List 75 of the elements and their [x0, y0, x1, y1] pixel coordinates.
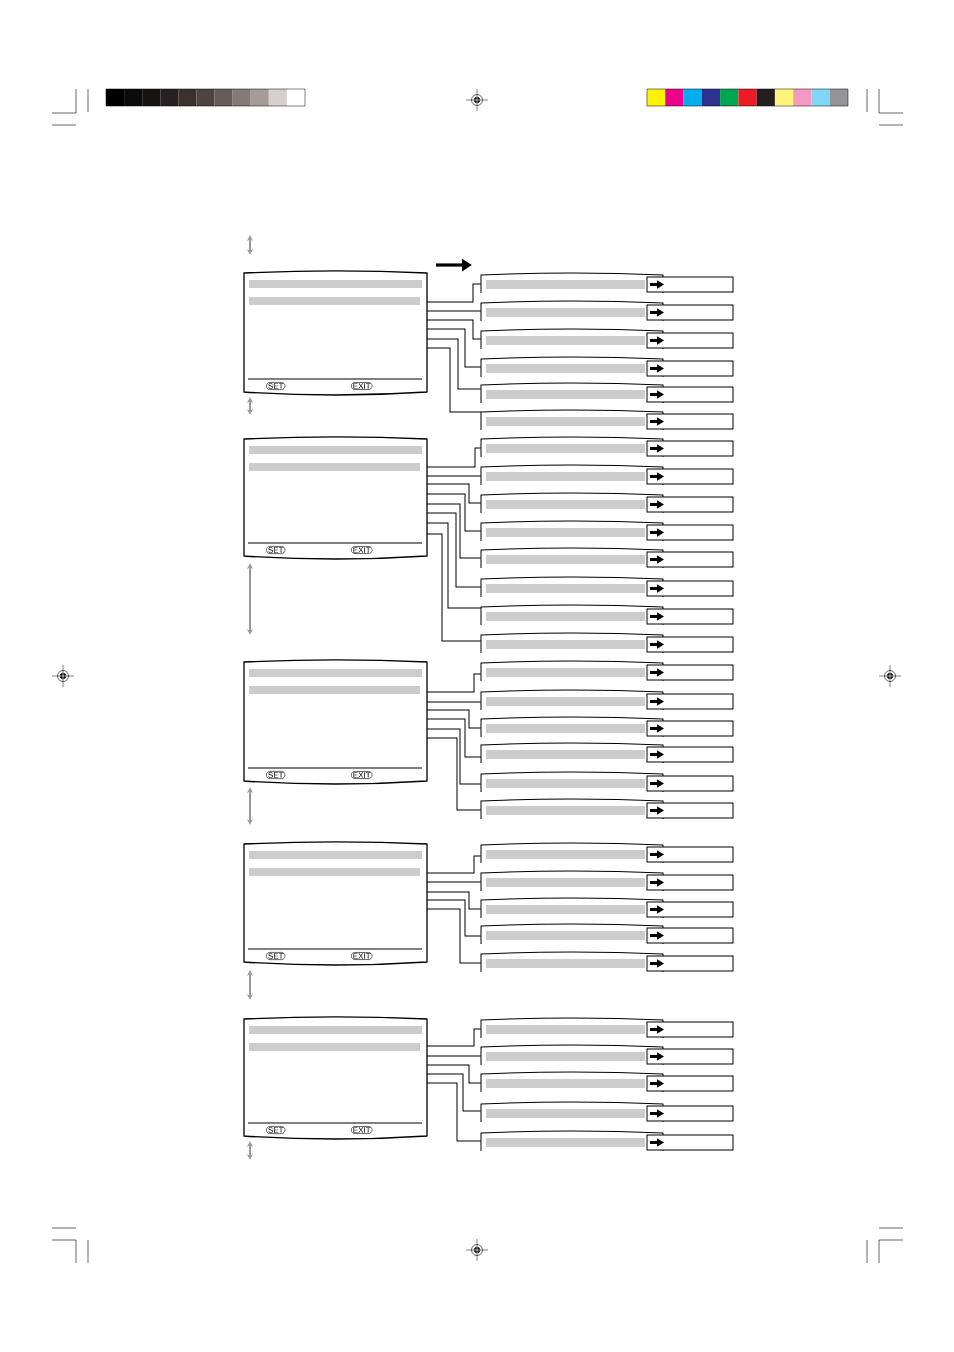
- submenu-screen: [480, 771, 664, 793]
- button-label: EXIT: [351, 952, 373, 960]
- submenu-screen: [480, 464, 664, 486]
- submenu-screen: [480, 689, 664, 711]
- connector-line: [426, 1055, 482, 1057]
- button-label: SET: [266, 771, 286, 779]
- submenu-screen: [480, 1130, 664, 1152]
- connector-line: [426, 493, 482, 532]
- connector-line: [426, 310, 482, 312]
- submenu-screen: [480, 1101, 664, 1123]
- connector-line: [426, 283, 482, 303]
- connector-line: [426, 908, 482, 964]
- button-label: SET: [266, 1126, 286, 1134]
- submenu-screen: [480, 604, 664, 626]
- submenu-screen: [480, 272, 664, 294]
- connector-line: [426, 475, 482, 477]
- button-label: SET: [266, 382, 286, 390]
- connector-line: [426, 1028, 482, 1047]
- connector-line: [426, 1073, 482, 1112]
- submenu-screen: [480, 842, 664, 864]
- submenu-screen: [480, 923, 664, 945]
- submenu-screen: [480, 356, 664, 378]
- button-label: EXIT: [351, 1126, 373, 1134]
- menu-screen: [243, 436, 428, 560]
- submenu-screen: [480, 870, 664, 892]
- submenu-screen: [480, 632, 664, 654]
- connector-line: [426, 1064, 482, 1084]
- connector-line: [426, 319, 482, 340]
- menu-screen: [243, 659, 428, 785]
- submenu-screen: [480, 409, 664, 431]
- submenu-screen: [480, 1071, 664, 1093]
- connector-line: [426, 899, 482, 937]
- submenu-screen: [480, 798, 664, 820]
- connector-line: [426, 328, 482, 368]
- connector-line: [426, 701, 482, 703]
- submenu-screen: [480, 328, 664, 350]
- submenu-screen: [480, 897, 664, 919]
- button-label: EXIT: [351, 382, 373, 390]
- connector-line: [426, 709, 482, 729]
- submenu-screen: [480, 382, 664, 404]
- connector-line: [426, 533, 482, 642]
- submenu-screen: [480, 742, 664, 764]
- menu-screen: [243, 841, 428, 966]
- submenu-screen: [480, 951, 664, 973]
- submenu-screen: [480, 436, 664, 458]
- submenu-screen: [480, 576, 664, 598]
- submenu-screen: [480, 492, 664, 514]
- connector-line: [426, 338, 482, 390]
- submenu-screen: [480, 300, 664, 322]
- submenu-screen: [480, 660, 664, 682]
- connector-line: [426, 891, 482, 910]
- submenu-screen: [480, 716, 664, 738]
- connector-line: [426, 737, 482, 811]
- connector-line: [426, 522, 482, 609]
- submenu-screen: [480, 1017, 664, 1039]
- connector-line: [426, 881, 482, 883]
- connector-line: [426, 718, 482, 758]
- connector-line: [426, 855, 482, 874]
- button-label: SET: [266, 952, 286, 960]
- button-label: EXIT: [351, 546, 373, 554]
- submenu-screen: [480, 547, 664, 569]
- button-label: SET: [266, 546, 286, 554]
- submenu-screen: [480, 520, 664, 542]
- connector-line: [426, 483, 482, 504]
- connector-line: [426, 673, 482, 693]
- button-label: EXIT: [351, 771, 373, 779]
- connector-line: [426, 447, 482, 468]
- connector-line: [426, 512, 482, 588]
- connector-line: [426, 728, 482, 785]
- submenu-screen: [480, 1044, 664, 1066]
- connector-line: [426, 1082, 482, 1142]
- menu-screen: [243, 1016, 428, 1140]
- connector-line: [426, 347, 482, 413]
- connector-line: [426, 503, 482, 559]
- menu-screen: [243, 270, 428, 396]
